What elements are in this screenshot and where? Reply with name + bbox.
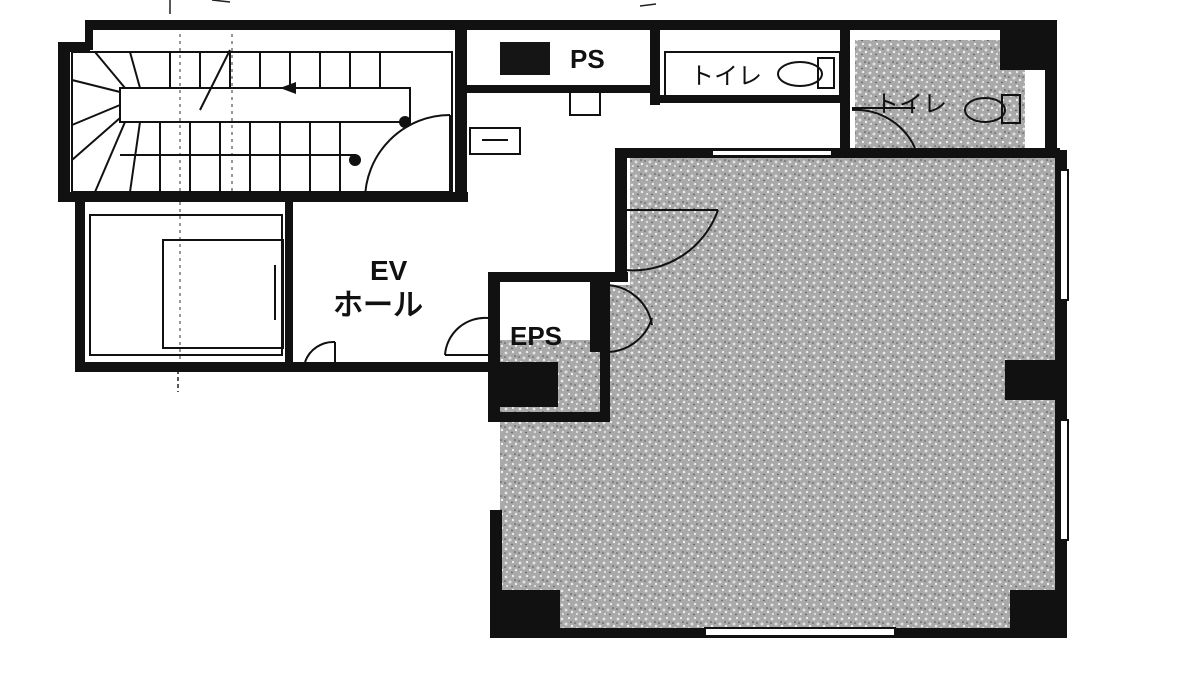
ev-hall-label-line1: EV xyxy=(370,255,408,286)
ps-label: PS xyxy=(570,44,605,74)
toilet-fixtures xyxy=(664,51,1021,124)
toilet-2-label: トイレ xyxy=(875,90,947,118)
toilet-1-label: トイレ xyxy=(690,62,762,90)
toilet-2-floor xyxy=(855,40,1025,150)
windows xyxy=(704,149,1069,637)
office-floor xyxy=(500,158,1060,630)
stair-arrow-icon xyxy=(280,82,411,166)
staircase xyxy=(71,49,453,201)
ps-shaft-column xyxy=(500,42,550,75)
elevator-car xyxy=(89,214,284,356)
ev-hall-label-line2: ホール xyxy=(333,288,423,323)
stray-marks xyxy=(169,0,657,392)
sink-icon xyxy=(469,127,521,155)
eps-label: EPS xyxy=(510,321,562,351)
doors xyxy=(304,93,916,363)
